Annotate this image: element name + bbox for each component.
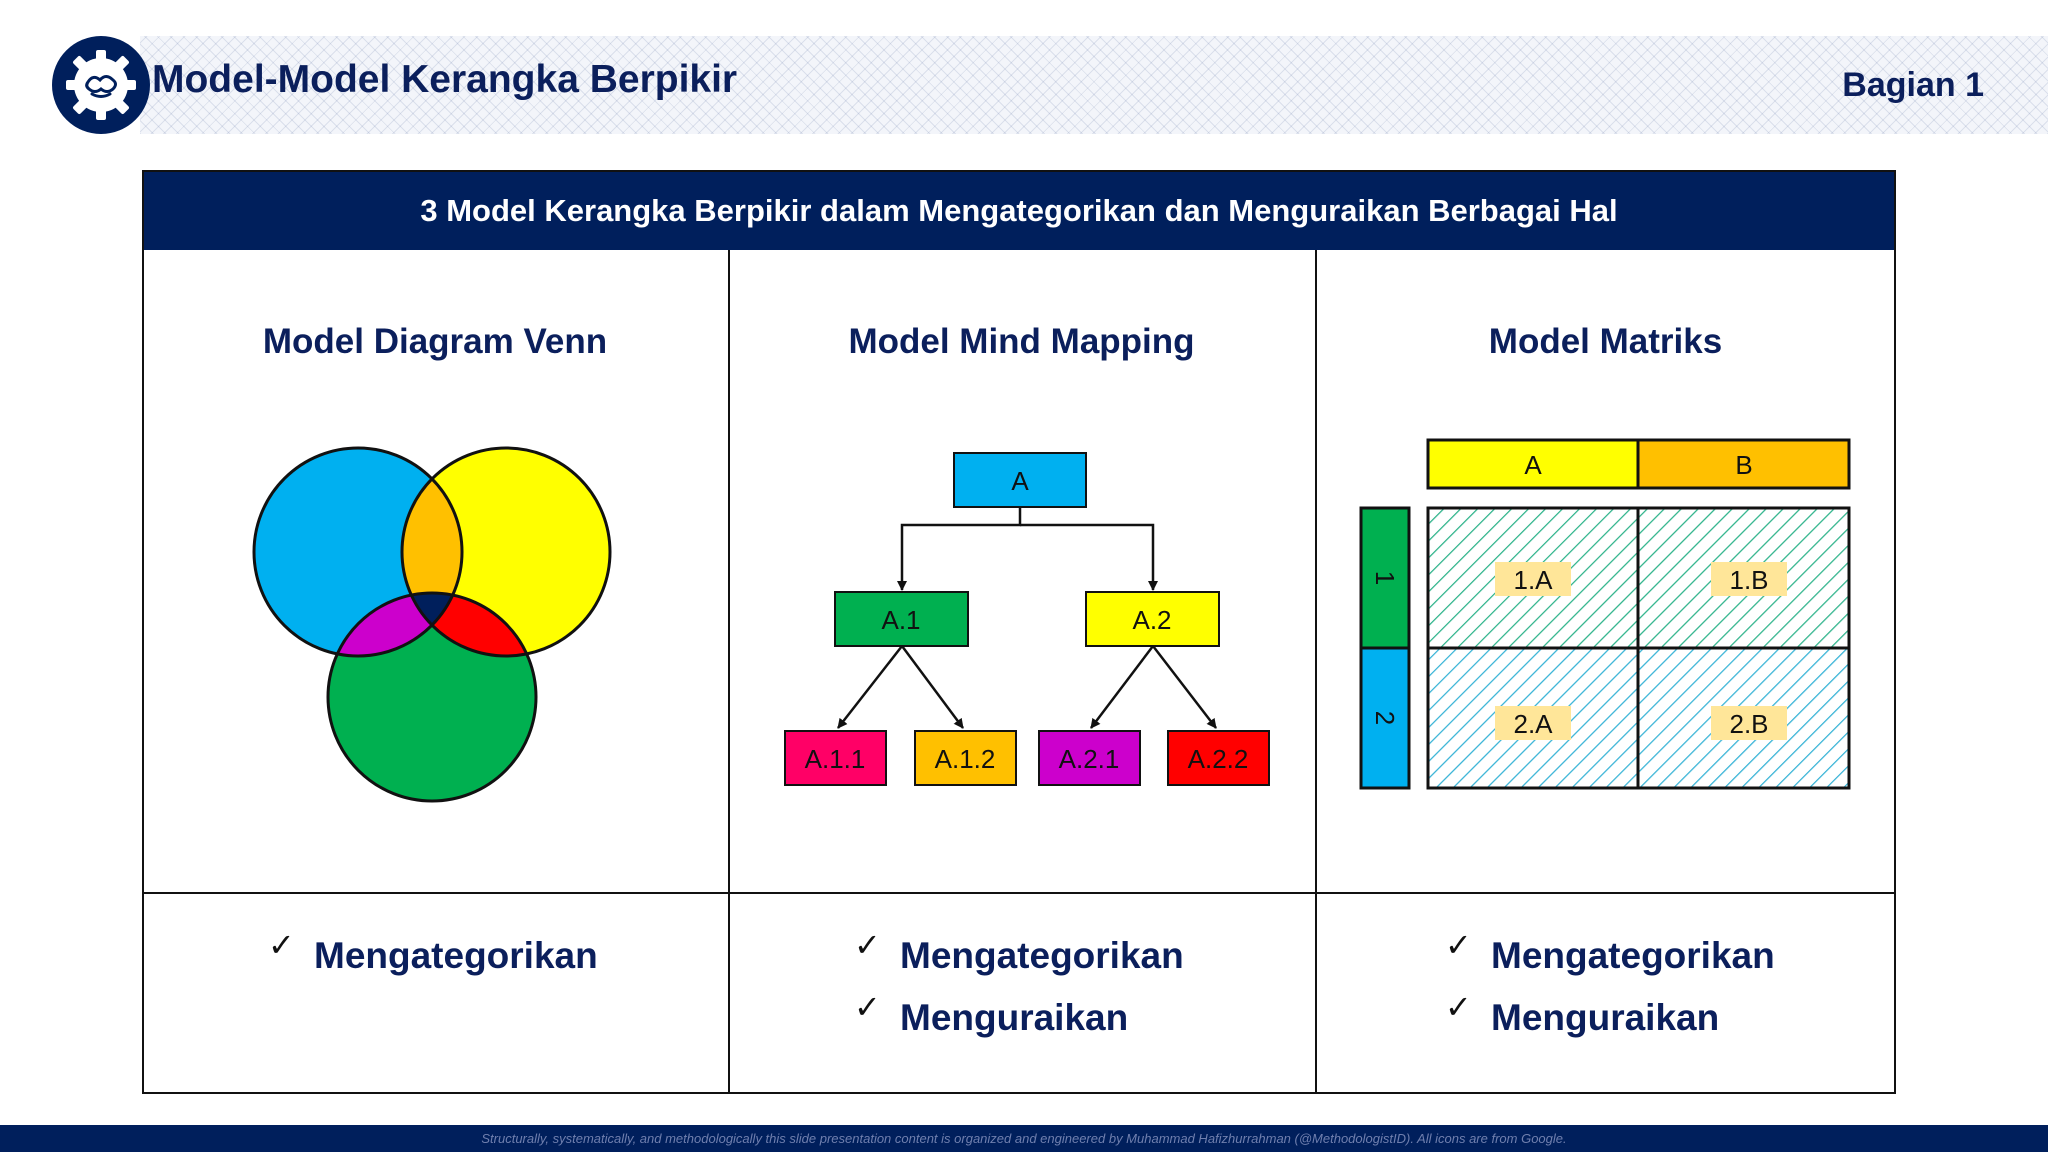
matrix-title: Model Matriks xyxy=(1488,322,1723,361)
comparison-table: 3 Model Kerangka Berpikir dalam Mengateg… xyxy=(142,170,1896,1094)
bullet-item: ✓ Menguraikan xyxy=(854,989,1184,1054)
bullet-item: ✓ Menguraikan xyxy=(1445,989,1775,1054)
bullet-item: ✓ Mengategorikan xyxy=(854,927,1184,992)
mindmap-label-a11: A.1.1 xyxy=(805,744,866,774)
bullet-item: ✓ Mengategorikan xyxy=(268,927,598,992)
mind-map-diagram: A A.1 A.2 A.1.1 A.1.2 A.2.1 A.2.2 xyxy=(784,452,1270,786)
check-icon: ✓ xyxy=(1445,989,1472,1025)
mindmap-connector xyxy=(900,645,965,729)
matrix-diagram: A B 1 2 1.A 1.B 2.A 2.B xyxy=(1359,438,1851,790)
matrix-cell-label-1a: 1.A xyxy=(1513,565,1553,595)
mindmap-node-root xyxy=(953,452,1087,508)
venn-overlap-yellow-green xyxy=(402,593,536,656)
matrix-cell-label-2b: 2.B xyxy=(1729,709,1768,739)
mindmap-node-a22 xyxy=(1167,730,1270,786)
section-label: Bagian 1 xyxy=(1842,66,1984,104)
mindmap-connector xyxy=(1090,645,1154,729)
mindmap-connector xyxy=(1020,523,1158,591)
brain-gear-icon xyxy=(52,36,150,134)
bullet-text: Menguraikan xyxy=(1491,997,1720,1038)
matrix-cell-tag xyxy=(1711,706,1787,740)
bullet-text: Mengategorikan xyxy=(900,935,1184,976)
mindmap-connector xyxy=(1152,645,1217,729)
check-icon: ✓ xyxy=(854,989,881,1025)
header-pattern-band xyxy=(140,36,2048,134)
mindmap-connector xyxy=(837,645,903,729)
matrix-col-label-a: A xyxy=(1524,450,1542,480)
matrix-cell-tag xyxy=(1711,562,1787,596)
footer-credit: Structurally, systematically, and method… xyxy=(0,1125,2048,1152)
mindmap-title: Model Mind Mapping xyxy=(848,322,1195,361)
mindmap-node-a1 xyxy=(834,591,969,647)
table-heading: 3 Model Kerangka Berpikir dalam Mengateg… xyxy=(144,172,1894,250)
column-divider xyxy=(1315,250,1317,1094)
mindmap-node-a12 xyxy=(914,730,1017,786)
mindmap-label-root: A xyxy=(1011,466,1029,496)
page-title: Model-Model Kerangka Berpikir xyxy=(152,58,738,101)
venn-overlap-blue-green xyxy=(328,593,462,656)
matrix-cell-label-2a: 2.A xyxy=(1513,709,1553,739)
check-icon: ✓ xyxy=(268,927,295,963)
matrix-cell-tag xyxy=(1495,562,1571,596)
matrix-cell-label-1b: 1.B xyxy=(1729,565,1768,595)
mindmap-node-a2 xyxy=(1085,591,1220,647)
matrix-col-header-b xyxy=(1636,438,1851,490)
venn-diagram xyxy=(252,446,612,803)
mindmap-node-a21 xyxy=(1038,730,1141,786)
bullet-item: ✓ Mengategorikan xyxy=(1445,927,1775,992)
row-divider xyxy=(144,892,1894,894)
bullet-text: Mengategorikan xyxy=(1491,935,1775,976)
mindmap-bullet-list: ✓ Mengategorikan ✓ Menguraikan xyxy=(854,927,1184,1054)
bullet-text: Mengategorikan xyxy=(314,935,598,976)
bullet-text: Menguraikan xyxy=(900,997,1129,1038)
check-icon: ✓ xyxy=(854,927,881,963)
matrix-col-label-b: B xyxy=(1735,450,1752,480)
matrix-col-header-a xyxy=(1426,438,1640,490)
matrix-bullet-list: ✓ Mengategorikan ✓ Menguraikan xyxy=(1445,927,1775,1054)
venn-title: Model Diagram Venn xyxy=(262,322,608,361)
mindmap-label-a1: A.1 xyxy=(881,605,920,635)
matrix-cell-tag xyxy=(1495,706,1571,740)
check-icon: ✓ xyxy=(1445,927,1472,963)
matrix-row-header-2 xyxy=(1359,646,1411,790)
mindmap-label-a22: A.2.2 xyxy=(1188,744,1249,774)
matrix-row-label-1: 1 xyxy=(1370,571,1400,585)
mindmap-label-a12: A.1.2 xyxy=(935,744,996,774)
matrix-row-header-1 xyxy=(1359,506,1411,650)
mindmap-connector xyxy=(897,507,1022,591)
mindmap-label-a2: A.2 xyxy=(1132,605,1171,635)
venn-bullet-list: ✓ Mengategorikan xyxy=(268,927,598,992)
mindmap-label-a21: A.2.1 xyxy=(1059,744,1120,774)
matrix-row-label-2: 2 xyxy=(1370,711,1400,725)
column-divider xyxy=(728,250,730,1094)
mindmap-node-a11 xyxy=(784,730,887,786)
